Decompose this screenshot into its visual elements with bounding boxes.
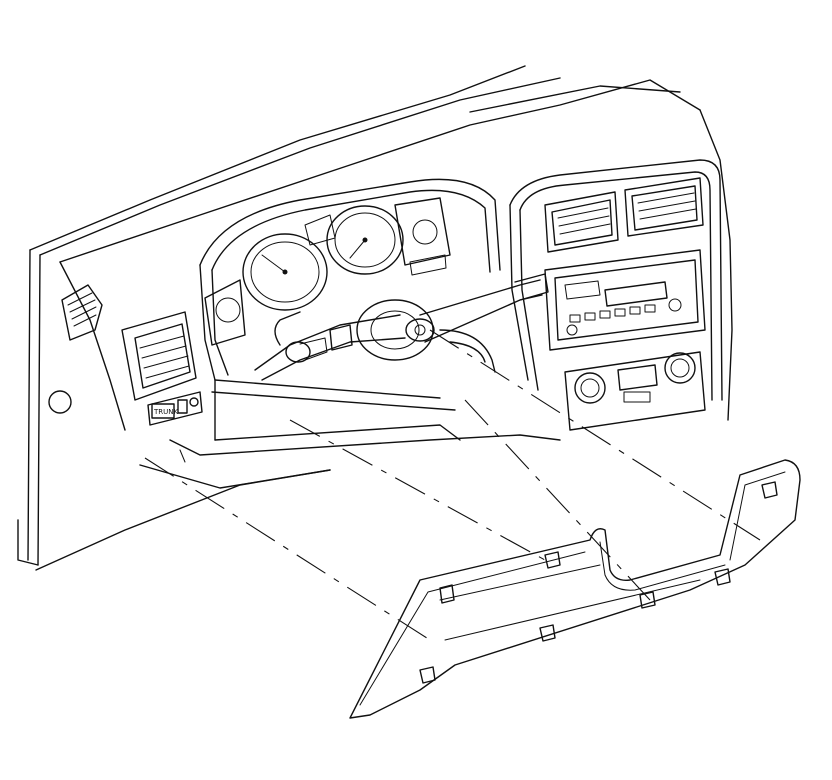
retainer-clip — [640, 592, 655, 608]
lower-dash-opening — [140, 380, 560, 488]
radio-unit — [545, 250, 705, 350]
warning-lights — [305, 215, 335, 245]
ac-button — [624, 392, 650, 402]
radio-display — [605, 282, 667, 306]
trunk-button — [152, 404, 174, 418]
retainer-clip — [715, 569, 730, 585]
fuel-gauge — [216, 298, 240, 322]
instrument-panel-top — [30, 66, 732, 420]
instrument-gauges — [205, 198, 450, 345]
center-stack — [510, 160, 722, 400]
radio-knob — [669, 299, 681, 311]
fuel-gauge-panel — [205, 280, 245, 345]
corner-air-vent — [62, 285, 102, 340]
retainer-clip — [762, 482, 777, 498]
preset-button — [645, 305, 655, 312]
knee-bolster-panel — [350, 460, 800, 718]
trunk-button-label: TRUNK — [153, 408, 178, 416]
temp-gauge-panel — [395, 198, 450, 265]
preset-button — [570, 315, 580, 322]
steering-hub — [357, 300, 433, 360]
mode-selector — [618, 365, 657, 390]
ignition-switch — [406, 319, 434, 341]
temp-gauge — [413, 220, 437, 244]
multifunction-lever — [515, 274, 548, 300]
preset-button — [630, 307, 640, 314]
column-switch — [330, 325, 352, 350]
preset-button — [585, 313, 595, 320]
instrument-cluster-bezel — [200, 179, 500, 380]
preset-button — [615, 309, 625, 316]
switch-knob — [190, 398, 198, 406]
retainer-clip — [540, 625, 555, 641]
fan-knob — [575, 373, 605, 403]
trunk-release-switch: TRUNK — [148, 392, 202, 425]
assembly-projection-lines — [145, 330, 760, 640]
retainer-clip — [420, 667, 435, 683]
left-dash-vent — [122, 312, 196, 400]
wiper-lever-knob — [286, 342, 310, 362]
center-air-vents — [545, 178, 703, 252]
center-vent-right — [625, 178, 703, 236]
hvac-controls — [565, 352, 705, 430]
speedometer — [243, 234, 327, 310]
radio-knob — [567, 325, 577, 335]
switch-button — [178, 400, 187, 413]
temperature-knob — [665, 353, 695, 383]
retainer-clip — [440, 585, 454, 603]
retainer-clip — [545, 552, 560, 568]
steering-column — [255, 274, 548, 380]
side-access-hole — [49, 391, 71, 413]
preset-button — [600, 311, 610, 318]
center-vent-left — [545, 192, 618, 252]
